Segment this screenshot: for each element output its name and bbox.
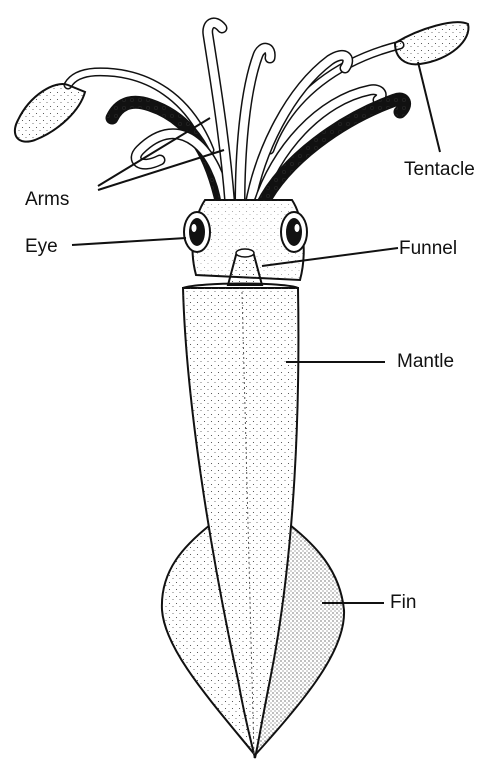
tentacle-label: Tentacle bbox=[404, 160, 475, 179]
funnel-label: Funnel bbox=[399, 239, 457, 258]
arms-leader-upper bbox=[98, 118, 210, 186]
tentacle-leader bbox=[418, 62, 440, 152]
mantle-label: Mantle bbox=[397, 352, 454, 371]
eye-leader bbox=[72, 238, 186, 245]
eye-label: Eye bbox=[25, 237, 58, 256]
right-eye bbox=[281, 212, 307, 252]
arms bbox=[112, 23, 405, 205]
arms-label: Arms bbox=[25, 190, 69, 209]
left-eye bbox=[184, 212, 210, 252]
fin-label: Fin bbox=[390, 593, 416, 612]
